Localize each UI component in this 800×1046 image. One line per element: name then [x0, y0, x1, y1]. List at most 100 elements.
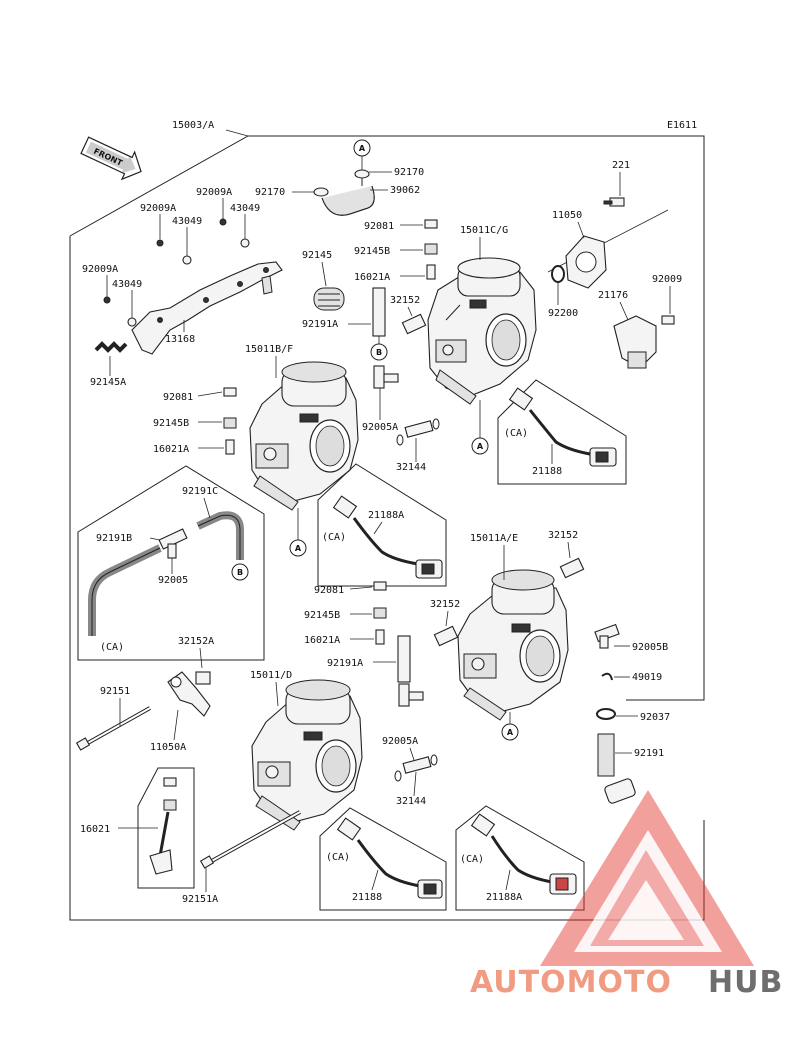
cap-92081-top	[424, 219, 438, 229]
label-16021a-top: 16021A	[354, 272, 390, 283]
label-92009a-top: 92009A	[196, 187, 232, 198]
box-21188-bot	[319, 807, 447, 911]
box-16021	[137, 767, 195, 889]
label-92200: 92200	[548, 308, 578, 319]
triangle-logo-icon	[540, 790, 754, 966]
spring-92145a	[94, 341, 128, 353]
hose-39062	[313, 169, 375, 216]
ca-label-bot-a: (CA)	[460, 854, 484, 865]
label-92009a-l3: 92009A	[82, 264, 118, 275]
label-16021a-m: 16021A	[304, 635, 340, 646]
ca-label-bot: (CA)	[326, 852, 350, 863]
label-92145a: 92145A	[90, 377, 126, 388]
screw-92009a-top	[156, 239, 164, 247]
carburetor-15011d	[251, 679, 363, 831]
label-92005: 92005	[158, 575, 188, 586]
sensor-21188-top	[508, 387, 617, 467]
label-92005b: 92005B	[632, 642, 668, 653]
fitting-92005a-top	[373, 365, 399, 389]
jet-16021a-m	[375, 629, 385, 645]
label-21188a-mid: 21188A	[368, 510, 404, 521]
bubble-b-hose-text: B	[237, 568, 243, 577]
oring-32144-bot-left	[394, 770, 402, 782]
label-92005a-bot: 92005A	[382, 736, 418, 747]
tube-32152a	[195, 671, 211, 685]
label-92009a-l2: 92009A	[140, 203, 176, 214]
label-92145b-l: 92145B	[153, 418, 189, 429]
box-92191b	[77, 465, 265, 661]
label-43049-l3: 43049	[112, 279, 142, 290]
label-92191c: 92191C	[182, 486, 218, 497]
oring-32144-bot-right	[430, 754, 438, 766]
box-21188a-bot	[455, 805, 585, 911]
hose-92191c	[196, 511, 244, 560]
cap-92081-m	[373, 581, 387, 591]
box-21188a-mid	[317, 463, 447, 587]
label-32152-r: 32152	[548, 530, 578, 541]
label-49019: 49019	[632, 672, 662, 683]
tube-32144-top	[404, 420, 434, 438]
fitting-92005a-m	[398, 683, 424, 707]
tube-32152-top	[401, 313, 427, 335]
label-32152a: 32152A	[178, 636, 214, 647]
label-32144-bot: 32144	[396, 796, 426, 807]
cap-92081-l	[223, 387, 237, 397]
ca-label-hose: (CA)	[100, 642, 124, 653]
label-92145b-top: 92145B	[354, 246, 390, 257]
label-32152-top: 32152	[390, 295, 420, 306]
label-21188-bot: 21188	[352, 892, 382, 903]
assembly-frame	[69, 135, 705, 701]
oring-32144-top-right	[432, 418, 440, 430]
label-92009: 92009	[652, 274, 682, 285]
sensor-21188a-bot	[470, 813, 577, 895]
jet-16021	[149, 777, 177, 875]
label-11050: 11050	[552, 210, 582, 221]
clamp-92037	[596, 708, 616, 720]
label-32152-m: 32152	[430, 599, 460, 610]
watermark-logo: AUTOMOTO HUB	[470, 790, 782, 1000]
tube-32152-r	[559, 557, 585, 579]
front-arrow-icon: FRONT	[80, 136, 142, 181]
washer-43049-3	[127, 317, 137, 327]
label-32144-top: 32144	[396, 462, 426, 473]
label-92191a-m: 92191A	[327, 658, 363, 669]
plate-11050	[565, 235, 607, 289]
label-92081-top: 92081	[364, 221, 394, 232]
tube-92191a-top	[372, 287, 386, 337]
spring-92145b-top	[424, 243, 438, 255]
label-92145: 92145	[302, 250, 332, 261]
washer-43049-2	[240, 238, 250, 248]
carburetor-15011b	[249, 361, 359, 511]
bolt-221	[603, 197, 625, 207]
label-92170-left: 92170	[255, 187, 285, 198]
jet-16021a-l	[225, 439, 235, 455]
label-92191: 92191	[634, 748, 664, 759]
label-92037: 92037	[640, 712, 670, 723]
sensor-21188-bot	[336, 817, 443, 899]
label-43049-top: 43049	[230, 203, 260, 214]
bubble-a-top-text: A	[359, 144, 366, 153]
screw-92009a-3	[103, 296, 111, 304]
label-16021: 16021	[80, 824, 110, 835]
label-21176: 21176	[598, 290, 628, 301]
diagram-code: E1611	[667, 120, 697, 131]
assembly-frame-bottom	[69, 236, 705, 921]
label-15003a: 15003/A	[172, 120, 214, 131]
sensor-21176	[613, 315, 657, 369]
label-15011c: 15011C/G	[460, 225, 508, 236]
bracket-13168	[131, 261, 283, 355]
label-92151: 92151	[100, 686, 130, 697]
oring-32144-top-left	[396, 434, 404, 446]
clip-49019	[601, 672, 613, 681]
label-92081-m: 92081	[314, 585, 344, 596]
bubble-b-top-text: B	[376, 348, 382, 357]
label-92005a-top: 92005A	[362, 422, 398, 433]
bubble-b-hose	[231, 563, 249, 581]
spring-92145	[313, 287, 345, 311]
label-15011b: 15011B/F	[245, 344, 293, 355]
box-21188-top	[497, 379, 627, 485]
ca-label-mid: (CA)	[322, 532, 346, 543]
fitting-92005	[158, 528, 188, 559]
carburetor-15011a	[457, 569, 569, 721]
washer-43049-1	[182, 255, 192, 265]
